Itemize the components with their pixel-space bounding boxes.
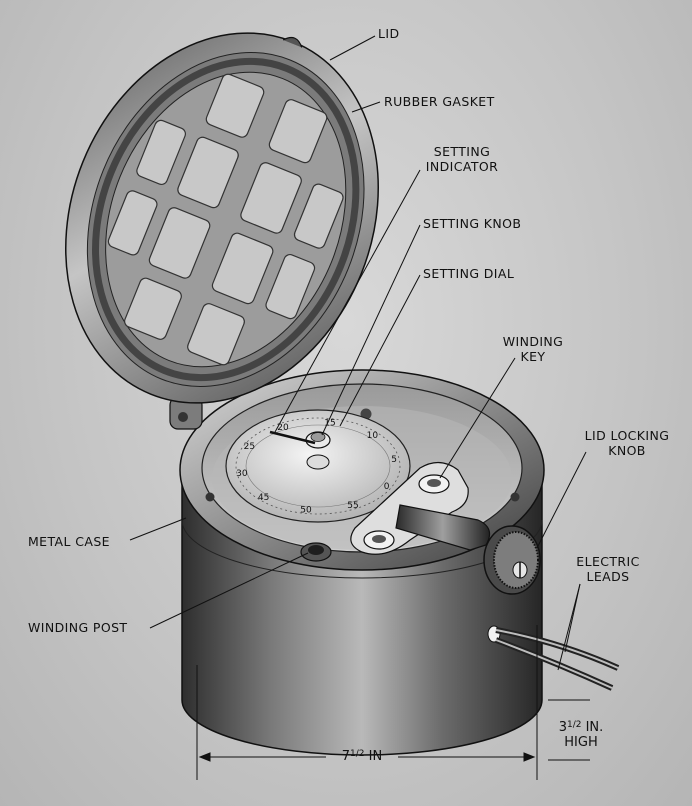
leader-lines [129,35,587,671]
setting-knob [305,431,331,470]
dimension-height-fraction: 1/2 [566,720,582,730]
dial-number: 20 [277,423,289,433]
label-rubber-gasket: RUBBER GASKET [384,94,495,109]
dimension-height-suffix: HIGH [564,735,598,750]
label-winding-key-line2: KEY [520,349,546,364]
winding-post [300,542,332,562]
label-electric-leads-line2: LEADS [586,569,630,584]
label-setting-indicator: SETTING INDICATOR [416,144,508,174]
dial-number: 5 [391,455,397,465]
dimension-height-whole: 3 [558,720,567,735]
dial-number: 50 [300,506,312,516]
dimension-width-fraction: 1/2 [350,749,365,759]
label-setting-indicator-line2: INDICATOR [425,159,499,174]
dimension-lines [196,625,590,780]
label-lid-locking-knob: LID LOCKING KNOB [574,428,680,458]
rubber-gasket [92,57,360,382]
label-lid-locking-knob-line2: KNOB [608,443,646,458]
dial-number: 0 [384,482,390,492]
label-setting-knob: SETTING KNOB [423,216,522,231]
dimension-width: 71/2 IN [328,749,396,764]
dimension-width-unit: IN [368,749,383,764]
dial-number: 10 [367,431,379,441]
label-electric-leads: ELECTRIC LEADS [566,554,650,584]
lid-locking-knob [483,525,541,595]
electric-leads [487,625,620,691]
winding-key [350,461,491,555]
dimension-height: 31/2 IN. HIGH [554,718,608,750]
dial-number: 45 [258,493,269,503]
dial-number: 55 [347,501,358,511]
dial-number: 15 [324,419,335,429]
setting-indicator [269,430,316,445]
dimension-height-unit: IN. [585,720,604,735]
label-metal-case: METAL CASE [28,534,110,549]
label-setting-indicator-line1: SETTING [433,144,491,159]
label-winding-key-line1: WINDING [502,334,564,349]
label-winding-key: WINDING KEY [488,334,578,364]
label-lid: LID [378,26,400,41]
lid [65,32,379,404]
dial-number: 30 [236,469,248,479]
label-winding-post: WINDING POST [28,620,128,635]
label-setting-dial: SETTING DIAL [423,266,515,281]
dimension-width-whole: 7 [341,749,351,764]
label-electric-leads-line1: ELECTRIC [576,554,640,569]
dial-number: 25 [244,442,255,452]
label-lid-locking-knob-line1: LID LOCKING [584,428,670,443]
